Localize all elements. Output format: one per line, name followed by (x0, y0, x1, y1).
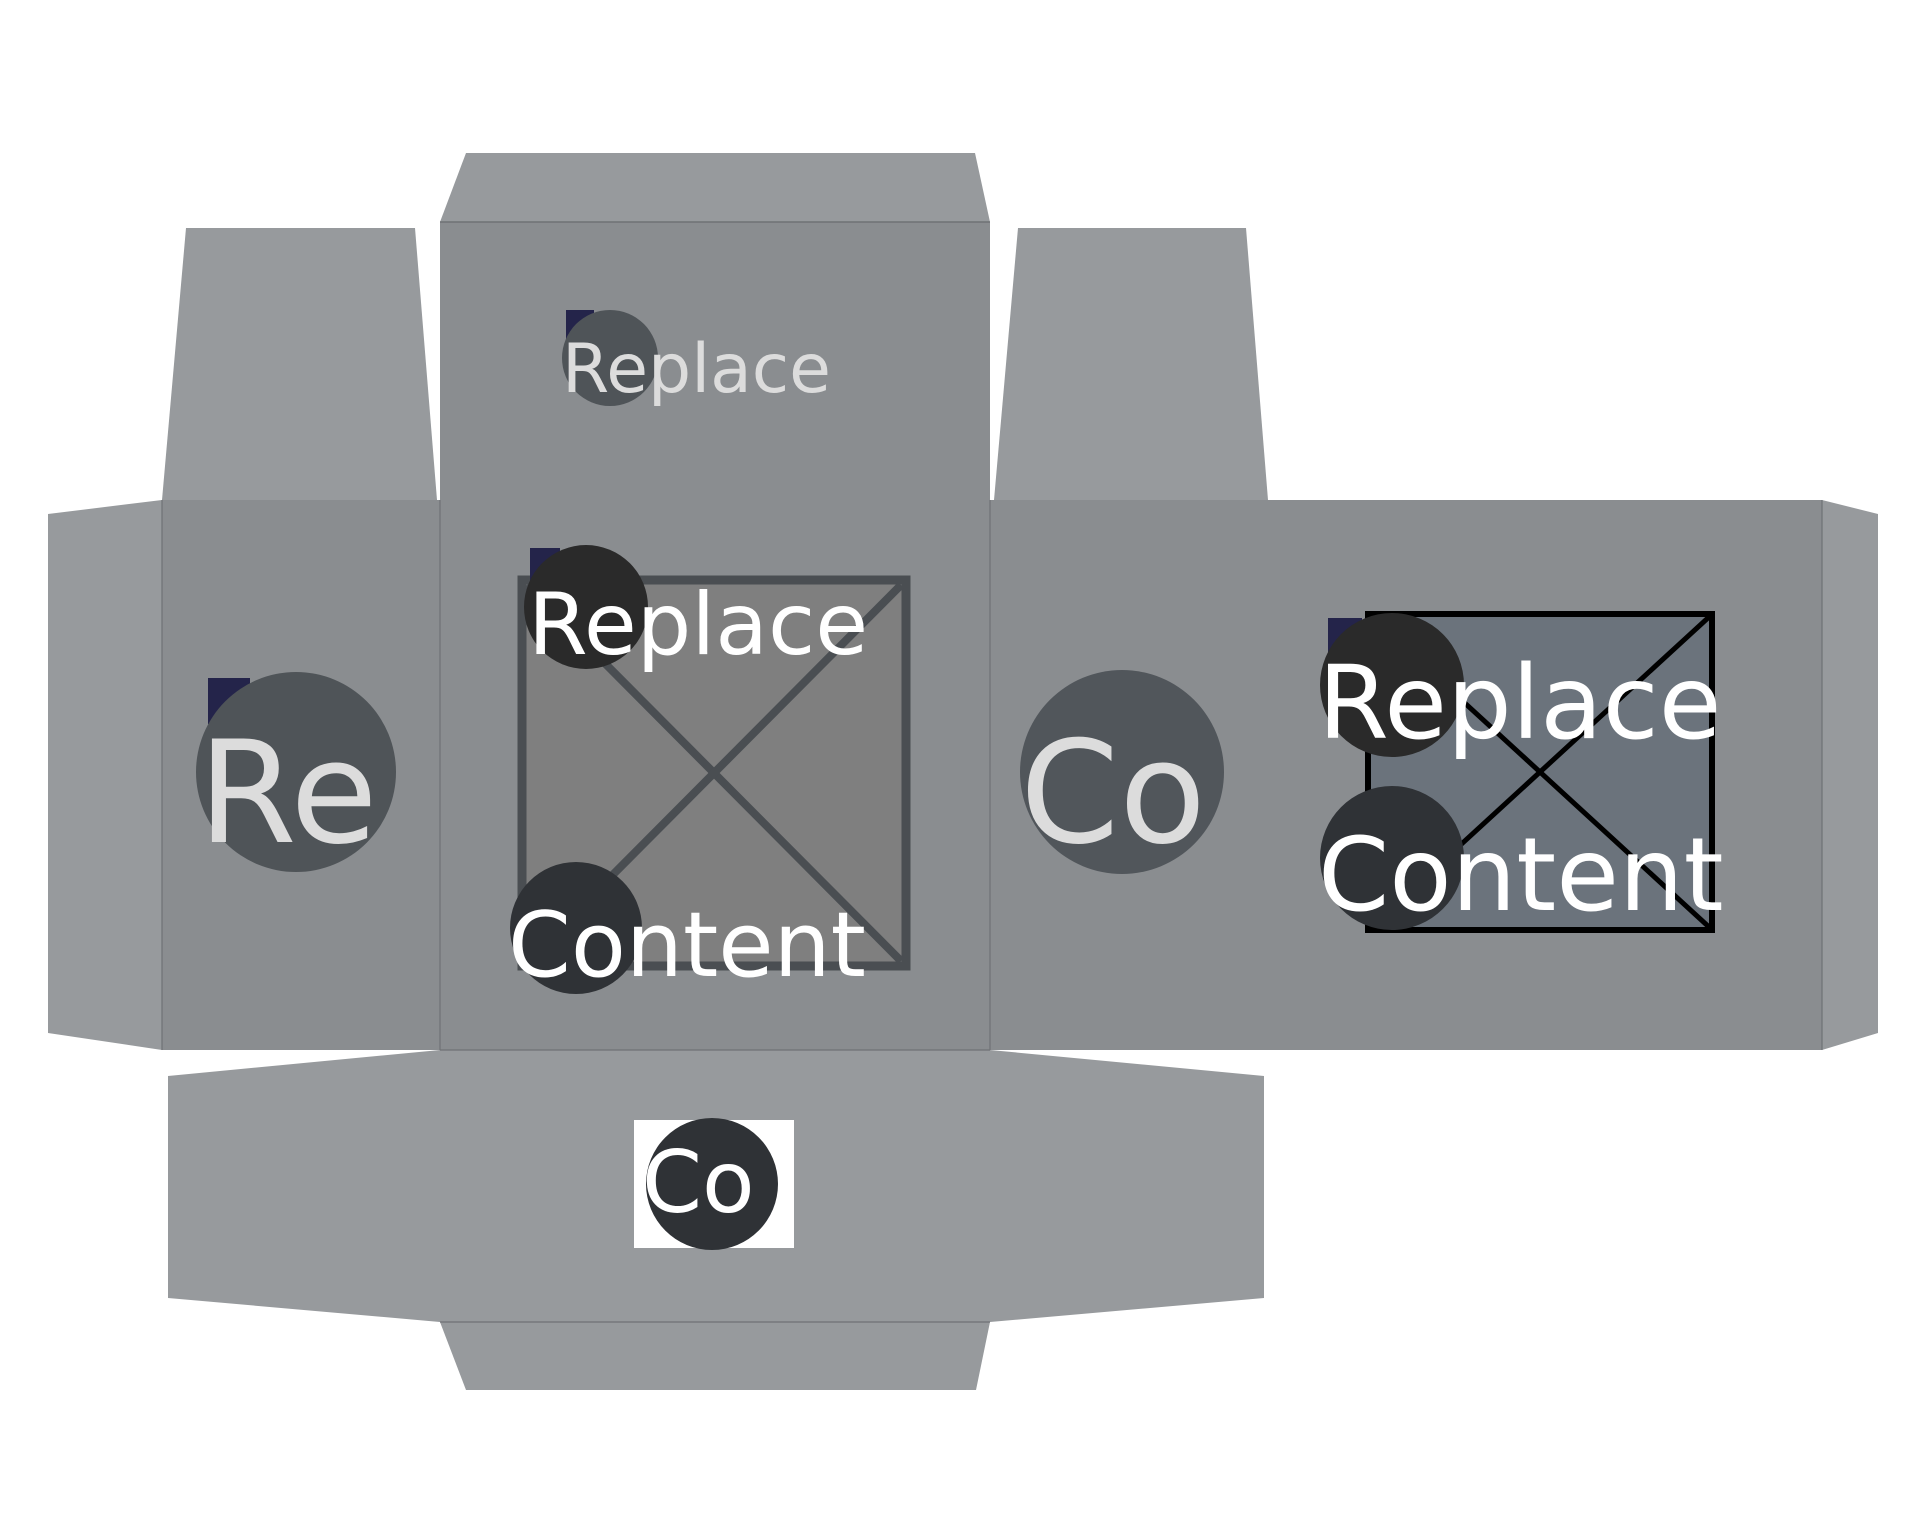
back-logo-top: Replace (1318, 613, 1721, 763)
right-side-logo-text: Co (1020, 711, 1206, 876)
back-logo-bottom: Content (1318, 786, 1724, 935)
top-tuck-flap (440, 153, 990, 222)
front-top-text: Replace (528, 575, 868, 675)
top-lid-panel (440, 222, 990, 500)
fold-lines (161, 500, 1823, 1323)
left-side-logo: Re (196, 672, 396, 876)
top-lid-logo: Replace (562, 310, 831, 409)
back-bottom-text: Content (1318, 816, 1724, 935)
bottom-lid-logo-text: Co (642, 1133, 755, 1233)
left-glue-flap (48, 500, 162, 1050)
front-logo-top: Replace (524, 545, 868, 675)
front-bottom-text: Content (508, 893, 866, 998)
left-top-flap (162, 228, 437, 500)
top-lid-logo-text: Replace (562, 330, 831, 409)
right-side-logo: Co (1020, 670, 1224, 876)
bottom-tuck-flap (440, 1322, 990, 1390)
bottom-lid-logo: Co (634, 1118, 794, 1250)
left-side-logo-text: Re (198, 711, 378, 876)
right-glue-flap (1822, 500, 1878, 1050)
right-top-flap (994, 228, 1268, 500)
front-logo-bottom: Content (508, 862, 866, 998)
back-top-text: Replace (1318, 644, 1721, 763)
